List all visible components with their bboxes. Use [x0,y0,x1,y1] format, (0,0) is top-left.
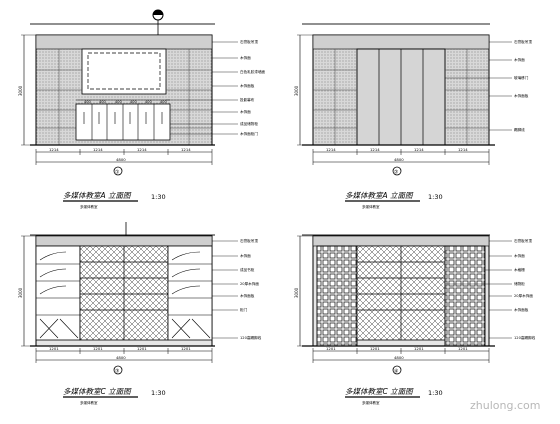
annotation-note: 石膏板吊顶 [514,39,532,44]
annotation-note: 玻璃移门 [514,75,529,80]
height-dimension: 3000 [18,287,23,298]
elevation-c-right: 3000 1201 1201 1201 1201 4800 ④ 石膏板吊顶 木饰… [294,234,536,405]
dim-text: 400 [99,100,106,104]
drawing-subtitle: 多媒体教室 [80,400,98,405]
total-width-dimension: 4800 [394,157,404,162]
annotation-note: 投影幕布 [240,97,255,102]
dim-text: 400 [160,100,167,104]
segment-dimension: 1201 [370,346,380,351]
segment-dimension: 1201 [414,346,424,351]
segment-dimension: 1214 [414,147,424,152]
segment-dimension: 1201 [49,346,59,351]
annotation-note: 20厚木饰面 [240,281,259,286]
elevation-a-left: 400 400 400 400 400 400 3000 1214 1214 1… [18,9,266,209]
dim-text: 400 [145,100,152,104]
annotation-note: 木饰面 [240,55,251,60]
dim-text: 400 [84,100,91,104]
annotation-note: 木饰面板 [514,307,529,312]
height-dimension: 3000 [294,287,299,298]
dim-text: 400 [115,100,122,104]
drawing-title: 多媒体教室A 立面图 [63,191,132,200]
annotation-note: 成品储物柜 [240,121,258,126]
annotation-note: 木饰面 [240,109,251,114]
segment-dimension: 1214 [458,147,468,152]
annotation-note: 120高踢脚线 [240,335,262,340]
drawing-subtitle: 多媒体教室 [80,204,98,209]
segment-dimension: 1201 [181,346,191,351]
section-mark: ④ [394,369,399,375]
segment-dimension: 1201 [93,346,103,351]
drawing-title: 多媒体教室C 立面图 [63,387,132,396]
annotation-note: 白色乳胶漆墙面 [240,69,266,74]
drawing-subtitle: 多媒体教室 [362,400,380,405]
drawing-scale: 1:30 [428,389,443,397]
annotation-note: 木饰面 [514,57,525,62]
annotation-note: 踢脚线 [514,127,525,132]
section-mark: ② [394,170,399,176]
total-width-dimension: 4800 [116,355,126,360]
annotation-note: 20厚木饰面 [514,293,533,298]
segment-dimension: 1214 [49,147,59,152]
annotation-note: 木饰面 [240,253,251,258]
segment-dimension: 1201 [326,346,336,351]
segment-dimension: 1214 [93,147,103,152]
annotation-note: 木格栅 [514,267,525,272]
drawing-scale: 1:30 [151,193,166,201]
drawing-title: 多媒体教室C 立面图 [345,387,414,396]
annotation-note: 木饰面板 [240,293,255,298]
annotation-note: 木饰面 [514,253,525,258]
watermark-text: zhulong.com [470,399,540,412]
annotation-note: 柜门 [240,307,248,312]
watermark: zhulong.com [470,399,540,412]
total-width-dimension: 4800 [116,157,126,162]
segment-dimension: 1214 [370,147,380,152]
dim-text: 400 [130,100,137,104]
height-dimension: 3000 [18,85,23,96]
section-mark: ③ [115,369,119,375]
segment-dimension: 1201 [458,346,468,351]
annotation-note: 木饰面柜门 [240,131,258,136]
annotation-note: 石膏板吊顶 [514,238,532,243]
annotation-note: 储物柜 [514,281,525,286]
drawing-scale: 1:30 [151,389,166,397]
total-width-dimension: 4800 [394,355,404,360]
drawing-subtitle: 多媒体教室 [362,204,380,209]
drawing-title: 多媒体教室A 立面图 [345,191,414,200]
annotation-note: 木饰面板 [240,83,255,88]
annotation-leaders [166,41,238,135]
segment-dimension: 1214 [326,147,336,152]
elevation-c-left: 3000 1201 1201 1201 1201 4800 ③ 石膏板吊顶 木饰… [18,222,262,405]
section-mark: ① [115,170,120,176]
segment-dimension: 1201 [137,346,147,351]
elevation-a-right: 3000 1214 1214 1214 1214 4800 ② 石膏板吊顶 木饰… [294,23,532,209]
annotation-note: 木饰面板 [514,93,529,98]
segment-dimension: 1214 [181,147,191,152]
segment-dimension: 1214 [137,147,147,152]
annotation-note: 石膏板吊顶 [240,39,258,44]
height-dimension: 3000 [294,85,299,96]
annotation-note: 120高踢脚线 [514,335,536,340]
upper-dimensions: 400 400 400 400 400 400 [84,100,167,104]
annotation-note: 成品书柜 [240,267,255,272]
drawing-scale: 1:30 [428,193,443,201]
annotation-note: 石膏板吊顶 [240,238,258,243]
